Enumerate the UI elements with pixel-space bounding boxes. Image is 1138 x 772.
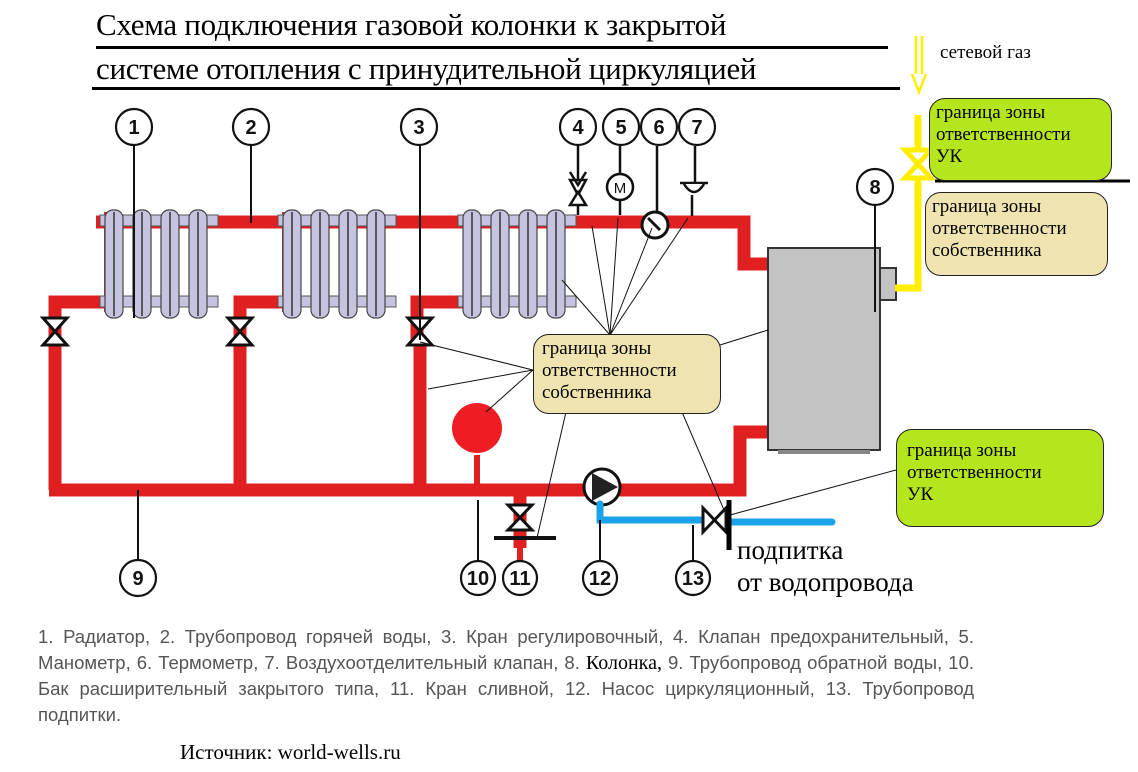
- marker-label: 3: [413, 117, 424, 139]
- marker-10: 10: [459, 559, 497, 597]
- thermometer-icon: [640, 146, 670, 240]
- marker-label: 8: [869, 177, 880, 199]
- marker-6: 6: [639, 107, 679, 147]
- callout-line: ответственности: [936, 124, 1071, 145]
- callout-line: граница зоны: [907, 440, 1017, 461]
- feed-label-line-1: подпитка: [737, 535, 844, 565]
- callout-uk-bottom: граница зоны ответственности УК: [896, 429, 1104, 527]
- marker-label: 5: [615, 117, 626, 139]
- svg-text:M: M: [614, 180, 627, 197]
- feed-valve-icon[interactable]: [701, 504, 728, 536]
- marker-label: 6: [653, 117, 664, 139]
- gas-column-body: [767, 247, 881, 451]
- gas-label: сетевой газ: [940, 42, 1031, 63]
- title-line-1: Схема подключения газовой колонки к закр…: [96, 7, 727, 42]
- air-vent-valve-icon: [680, 146, 708, 216]
- marker-11: 11: [501, 559, 539, 597]
- callout-line: ответственности: [542, 360, 677, 381]
- marker-7: 7: [677, 107, 717, 147]
- callout-line: собственника: [542, 382, 652, 403]
- return-pipe: [49, 425, 768, 497]
- callout-line: граница зоны: [542, 338, 652, 359]
- title-line-2: системе отопления с принудительной цирку…: [96, 51, 757, 86]
- radiator-3-icon: [457, 209, 577, 319]
- legend-kolonka: Колонка,: [585, 652, 662, 674]
- callout-owner-right: граница зоны ответственности собственник…: [925, 192, 1108, 276]
- marker-label: 7: [691, 117, 702, 139]
- legend: 1. Радиатор, 2. Трубопровод горячей воды…: [38, 624, 974, 728]
- valve-2-icon[interactable]: [224, 316, 256, 347]
- gas-inlet-box: [879, 267, 897, 301]
- radiator-1-icon: [99, 209, 219, 319]
- marker-label: 2: [245, 117, 256, 139]
- source-label: Источник: world-wells.ru: [180, 740, 401, 764]
- marker-12: 12: [581, 559, 619, 597]
- callout-line: ответственности: [932, 218, 1067, 239]
- callout-uk-top: граница зоны ответственности УК: [929, 98, 1112, 181]
- marker-8: 8: [855, 167, 895, 207]
- marker-3: 3: [399, 107, 439, 147]
- title-underline-2: [92, 87, 900, 90]
- expansion-tank-icon: [452, 403, 502, 453]
- marker-label: 4: [572, 117, 584, 139]
- marker-4: 4: [558, 107, 598, 147]
- marker-label: 13: [682, 568, 704, 590]
- drain-valve-icon[interactable]: [504, 503, 536, 532]
- gas-valve-icon[interactable]: [899, 147, 937, 181]
- legend-part-2: 9. Трубопровод обратной воды, 10. Бак ра…: [38, 652, 975, 725]
- manometer-icon: M: [605, 146, 635, 215]
- gas-pipe: [895, 115, 937, 292]
- callout-lines: [419, 217, 897, 539]
- marker-label: 11: [509, 568, 530, 590]
- callout-line: граница зоны: [932, 196, 1042, 217]
- circulation-pump-icon[interactable]: [582, 467, 622, 507]
- gas-column: [767, 247, 897, 454]
- marker-label: 1: [128, 117, 139, 139]
- marker-label: 12: [589, 568, 611, 590]
- callout-owner-center: граница зоны ответственности собственник…: [533, 334, 721, 414]
- feed-label-line-2: от водопровода: [737, 567, 914, 597]
- callout-line: УК: [907, 484, 934, 505]
- callout-line: граница зоны: [936, 102, 1046, 123]
- marker-leaders: [133, 146, 876, 562]
- marker-label: 10: [467, 568, 489, 590]
- regulating-valves: [39, 316, 436, 347]
- marker-1: 1: [114, 107, 154, 147]
- legend-part-1: 1. Радиатор, 2. Трубопровод горячей воды…: [38, 626, 974, 673]
- radiator-2-icon: [277, 209, 397, 319]
- gas-arrow-icon: [910, 36, 928, 96]
- callout-line: УК: [936, 146, 963, 167]
- callout-line: собственника: [932, 240, 1042, 261]
- marker-label: 9: [132, 568, 143, 590]
- marker-5: 5: [601, 107, 641, 147]
- callout-line: ответственности: [907, 462, 1042, 483]
- marker-9: 9: [118, 558, 158, 598]
- safety-valve-icon: [567, 146, 589, 215]
- marker-13: 13: [674, 559, 712, 597]
- gas-column-base: [778, 450, 870, 454]
- valve-1-icon[interactable]: [39, 316, 71, 347]
- radiators: [99, 209, 577, 319]
- title-underline-1: [96, 46, 888, 49]
- marker-2: 2: [231, 107, 271, 147]
